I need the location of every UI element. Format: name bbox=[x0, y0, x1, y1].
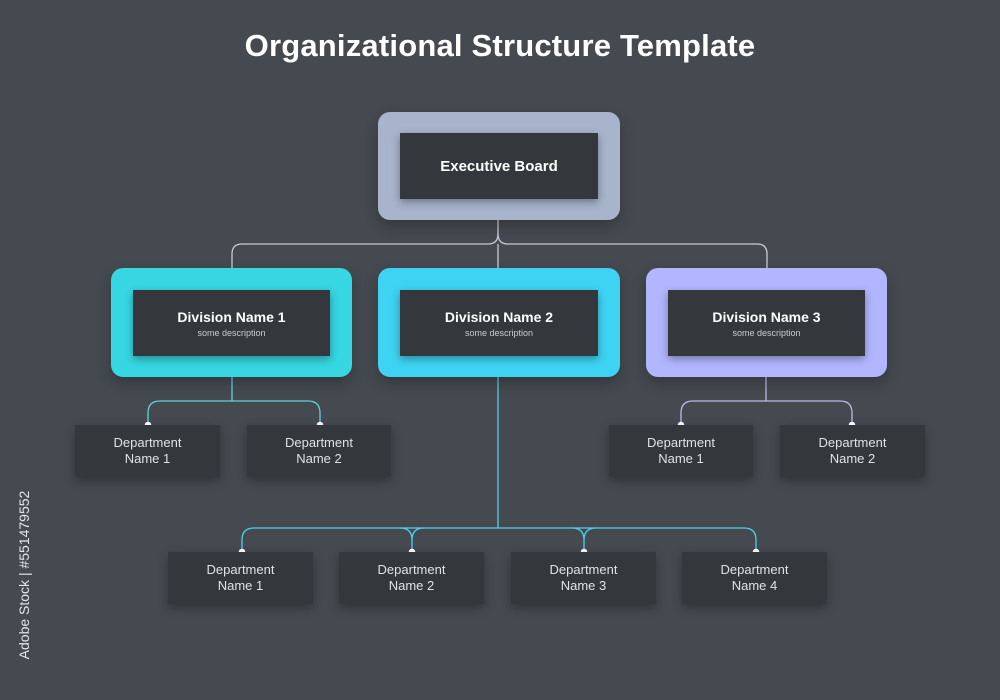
side-credit-text: Adobe Stock | #551479552 bbox=[16, 490, 32, 660]
department-line1: Department bbox=[285, 435, 353, 450]
department-line2: Name 1 bbox=[124, 451, 171, 466]
department-line1: Department bbox=[113, 435, 182, 450]
department-line2: Name 1 bbox=[658, 451, 704, 466]
division2-department-2: Department Name 2 bbox=[339, 552, 484, 604]
division2-connectors bbox=[241, 367, 757, 552]
connector-dots bbox=[144, 206, 856, 556]
department-line1: Department bbox=[549, 562, 618, 577]
department-line2: Name 1 bbox=[217, 578, 264, 593]
department-line2: Name 2 bbox=[829, 451, 876, 466]
division1-department-2: Department Name 2 bbox=[247, 425, 391, 477]
chart-title: Organizational Structure Template bbox=[244, 28, 756, 63]
department-line1: Department bbox=[818, 435, 887, 450]
division1-department-1: Department Name 1 bbox=[75, 425, 220, 477]
department-line1: Department bbox=[377, 562, 446, 577]
division1-box: Division Name 1 some description bbox=[133, 290, 330, 356]
side-credit: Adobe Stock | #551479552 bbox=[14, 470, 34, 680]
department-line2: Name 2 bbox=[388, 578, 435, 593]
department-line2: Name 4 bbox=[731, 578, 778, 593]
department-line1: Department bbox=[720, 562, 789, 577]
division3-department-1: Department Name 1 bbox=[609, 425, 753, 477]
division1-label: Division Name 1 bbox=[177, 308, 286, 325]
division3-box: Division Name 3 some description bbox=[668, 290, 865, 356]
division1-description: some description bbox=[197, 327, 266, 338]
division2-department-1: Department Name 1 bbox=[168, 552, 313, 604]
executive-label: Executive Board bbox=[440, 157, 558, 175]
department-line1: Department bbox=[647, 435, 715, 450]
division2-department-4: Department Name 4 bbox=[682, 552, 827, 604]
division2-description: some description bbox=[464, 327, 534, 338]
division3-description: some description bbox=[732, 327, 801, 338]
division2-box: Division Name 2 some description bbox=[400, 290, 598, 356]
division2-department-3: Department Name 3 bbox=[511, 552, 656, 604]
division2-label: Division Name 2 bbox=[444, 308, 554, 325]
division3-label: Division Name 3 bbox=[712, 308, 821, 325]
department-line1: Department bbox=[206, 562, 275, 577]
department-line2: Name 2 bbox=[296, 451, 342, 466]
executive-box: Executive Board bbox=[400, 133, 598, 199]
department-line2: Name 3 bbox=[560, 578, 607, 593]
division3-department-2: Department Name 2 bbox=[780, 425, 925, 477]
